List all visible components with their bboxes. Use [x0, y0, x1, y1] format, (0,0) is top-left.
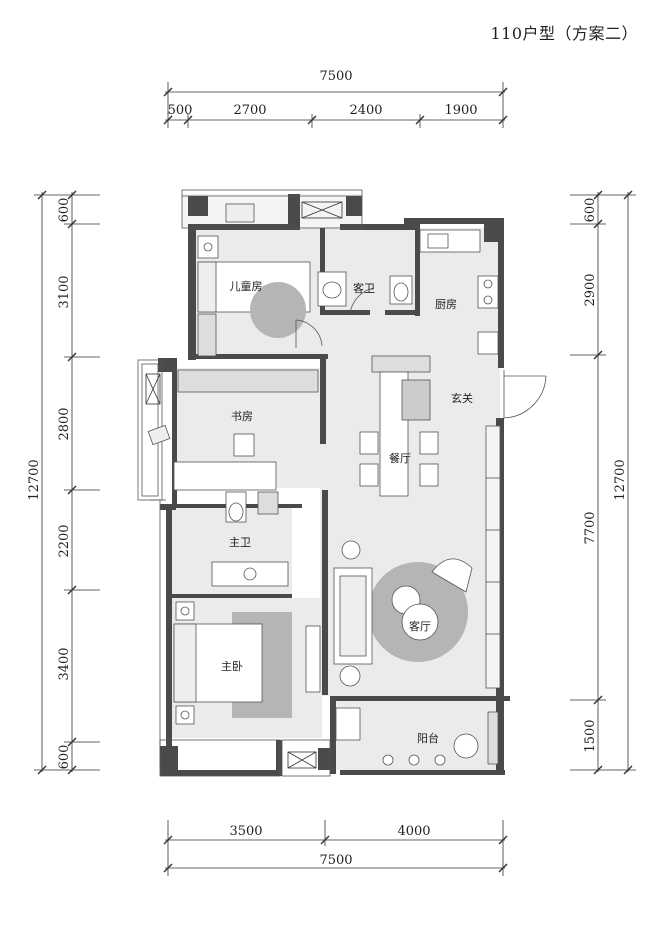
washer [335, 707, 361, 741]
right-dim-1: 600 [583, 198, 598, 223]
right-total-dim: 12700 [613, 459, 628, 500]
master-tv [305, 625, 321, 693]
right-dim-2: 2900 [583, 273, 598, 306]
kids-wardrobe [197, 313, 217, 357]
label-master-bath: 主卫 [229, 536, 251, 549]
left-dim-2: 3100 [57, 275, 72, 308]
top-dim-3: 2400 [349, 103, 382, 118]
top-dim-4: 1900 [444, 103, 477, 118]
label-entry: 玄关 [451, 391, 473, 405]
label-kitchen: 厨房 [435, 298, 457, 311]
right-dim-3: 7700 [583, 511, 598, 544]
left-dim-4: 2200 [57, 524, 72, 557]
left-dim-3: 2800 [57, 407, 72, 440]
bottom-dimensions [163, 820, 508, 876]
kids-rug [250, 282, 306, 338]
bottom-dim-2: 4000 [397, 824, 430, 839]
label-master-bed: 主卧 [221, 660, 243, 673]
kitchen-stove [477, 275, 499, 309]
bottom-dim-1: 3500 [229, 824, 262, 839]
top-total-dim: 7500 [319, 69, 352, 84]
label-balcony: 阳台 [417, 731, 439, 745]
left-dim-1: 600 [57, 198, 72, 223]
top-dimensions [163, 82, 508, 128]
label-study: 书房 [231, 410, 253, 423]
tv-cabinet [485, 425, 501, 689]
bottom-total-dim: 7500 [319, 853, 352, 868]
label-living: 客厅 [409, 619, 431, 633]
left-dimensions [34, 190, 100, 775]
left-dim-6: 600 [57, 745, 72, 770]
fridge [477, 331, 499, 355]
left-dim-5: 3400 [57, 647, 72, 680]
furniture [147, 203, 501, 766]
study-wardrobe [177, 369, 319, 393]
left-total-dim: 12700 [27, 459, 42, 500]
top-dim-2: 2700 [233, 103, 266, 118]
window-x-marks [145, 201, 343, 769]
study-desk [173, 461, 277, 491]
label-dining: 餐厅 [389, 451, 411, 465]
label-guest-bath: 客卫 [353, 281, 375, 295]
dining-chair [359, 431, 379, 455]
label-kids-room: 儿童房 [230, 279, 263, 293]
doors [295, 287, 547, 419]
right-dimensions [570, 190, 636, 775]
right-dim-4: 1500 [583, 719, 598, 752]
top-balcony-floor [182, 194, 362, 228]
outline-lines [137, 189, 505, 777]
balcony-chair [453, 733, 479, 759]
plan-title: 110户型（方案二） [490, 24, 638, 43]
lounge-chair [431, 558, 473, 593]
top-dim-1: 500 [168, 103, 193, 118]
study-chair [233, 433, 255, 457]
side-table [341, 540, 361, 560]
